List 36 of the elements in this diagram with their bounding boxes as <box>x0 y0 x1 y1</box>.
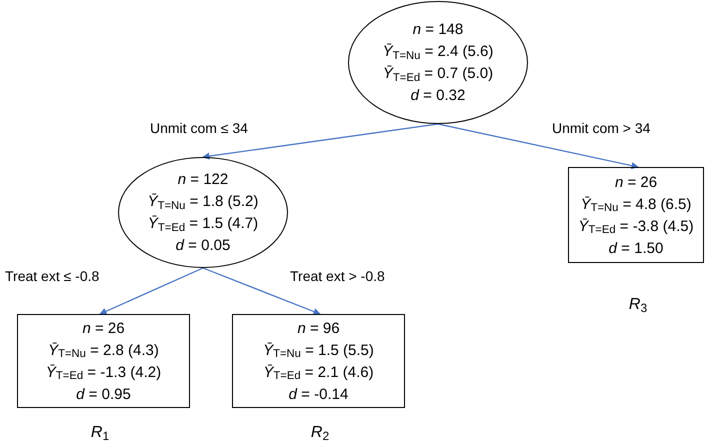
arrow <box>438 123 639 170</box>
leaf-node-box <box>232 314 405 408</box>
split-node-ellipse <box>348 1 528 124</box>
region-label: R$_{2}$ <box>310 425 330 441</box>
leaf-node-box <box>568 167 704 263</box>
region-label: R$_{1}$ <box>90 425 110 441</box>
statistic-text: d = 0.32 <box>410 86 466 106</box>
region-label: R$_{3}$ <box>628 297 648 313</box>
split-node-ellipse <box>118 157 288 268</box>
statistic-text: Ȳ$_{T=Nu}$ = 1.8 (5.2) <box>148 192 258 212</box>
statistic-text: d = 1.50 <box>608 238 664 258</box>
statistic-text: d = 0.05 <box>176 236 230 256</box>
statistic-text: Ȳ$_{T=Ed}$ = 0.7 (5.0) <box>382 64 494 84</box>
statistic-text: n = 26 <box>614 172 658 192</box>
statistic-text: Ȳ$_{T=Ed}$ = 1.5 (4.7) <box>148 214 258 234</box>
leaf-node-box <box>17 314 190 408</box>
edge-label: Treat ext ≤ -0.8 <box>5 269 100 283</box>
statistic-text: Ȳ$_{T=Nu}$ = 2.8 (4.3) <box>48 340 159 360</box>
statistic-text: n = 148 <box>412 20 464 40</box>
arrow <box>99 267 204 315</box>
statistic-text: Ȳ$_{T=Nu}$ = 4.8 (6.5) <box>580 194 692 214</box>
statistic-text: Ȳ$_{T=Nu}$ = 2.4 (5.6) <box>382 42 494 62</box>
statistic-text: Ȳ$_{T=Ed}$ = -1.3 (4.2) <box>46 362 162 382</box>
arrow <box>202 267 321 315</box>
statistic-text: n = 26 <box>82 318 125 338</box>
edge-label: Treat ext > -0.8 <box>290 269 385 283</box>
statistic-text: d = 0.95 <box>76 384 131 404</box>
arrow <box>202 123 438 160</box>
edge-label: Unmit com > 34 <box>552 121 650 135</box>
statistic-text: Ȳ$_{T=Nu}$ = 1.5 (5.5) <box>263 340 374 360</box>
statistic-text: Ȳ$_{T=Ed}$ = 2.1 (4.6) <box>263 362 374 382</box>
statistic-text: d = -0.14 <box>288 384 348 404</box>
edge-label: Unmit com ≤ 34 <box>150 121 248 135</box>
statistic-text: n = 122 <box>178 170 228 190</box>
statistic-text: n = 96 <box>297 318 340 338</box>
statistic-text: Ȳ$_{T=Ed}$ = -3.8 (4.5) <box>578 216 694 236</box>
